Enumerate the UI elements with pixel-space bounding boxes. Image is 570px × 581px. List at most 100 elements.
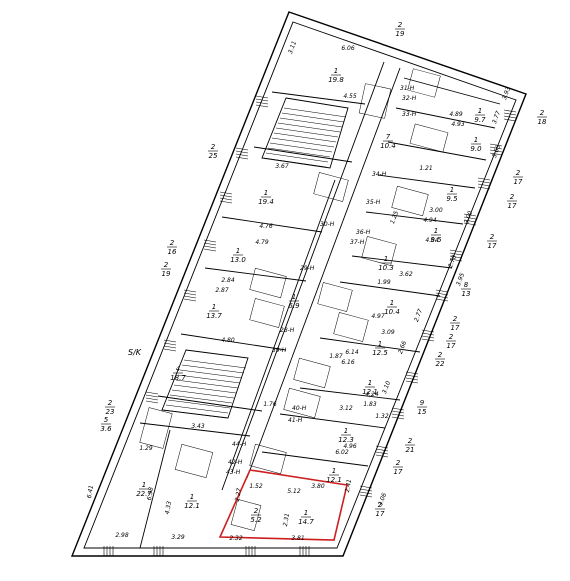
staircase-upper — [261, 97, 349, 169]
outside-label: 217 — [393, 459, 403, 476]
room-code: 36-H — [356, 229, 371, 236]
svg-text:2: 2 — [396, 459, 401, 467]
svg-text:5: 5 — [104, 416, 109, 424]
window — [163, 339, 177, 352]
svg-text:18: 18 — [538, 118, 547, 126]
room-code: 32-H — [402, 95, 417, 102]
svg-text:19.8: 19.8 — [328, 76, 344, 84]
svg-text:1: 1 — [368, 379, 372, 387]
svg-text:1: 1 — [434, 227, 438, 235]
svg-text:19: 19 — [162, 270, 171, 278]
svg-text:2: 2 — [516, 169, 521, 177]
svg-text:1: 1 — [142, 481, 146, 489]
svg-text:1: 1 — [378, 340, 382, 348]
dimension-label: 3.29 — [171, 534, 185, 541]
svg-text:1: 1 — [304, 509, 308, 517]
room-code: 39-H — [272, 347, 287, 354]
window — [235, 147, 249, 160]
room-label: 119.8 — [328, 67, 344, 84]
svg-text:17: 17 — [447, 342, 456, 350]
svg-text:18.7: 18.7 — [170, 374, 186, 382]
room-code: 41-H — [288, 417, 303, 424]
dimension-label: 2.27 — [234, 487, 243, 502]
corridor — [221, 61, 401, 491]
room-code: 33-H — [402, 111, 417, 118]
svg-text:1: 1 — [478, 107, 482, 115]
dimension-label: 1.25 — [389, 210, 400, 225]
dimension-label: 2.70 — [447, 254, 458, 269]
svg-text:2: 2 — [490, 233, 495, 241]
room-label: 710.4 — [380, 133, 396, 150]
svg-text:1: 1 — [332, 467, 336, 475]
dimension-label: 2.77 — [413, 308, 424, 323]
outside-label: 223 — [105, 399, 115, 416]
room-label: 113.0 — [230, 247, 246, 264]
svg-text:12.3: 12.3 — [338, 436, 354, 444]
svg-text:2: 2 — [108, 399, 113, 407]
highlighted-apartment — [218, 469, 348, 541]
svg-text:2: 2 — [398, 21, 403, 29]
svg-text:15: 15 — [418, 408, 427, 416]
svg-text:2: 2 — [164, 261, 169, 269]
window — [203, 239, 217, 252]
svg-text:17: 17 — [376, 510, 385, 518]
outside-label: 217 — [487, 233, 497, 250]
room-label: 122.7 — [136, 481, 152, 498]
svg-text:10.3: 10.3 — [378, 264, 394, 272]
dimension-label: 2.41 — [344, 479, 353, 493]
dimension-label: 3.00 — [429, 207, 443, 214]
dimension-label: 3.06 — [377, 492, 388, 507]
window — [435, 289, 449, 302]
dimension-label: 4.94 — [423, 217, 437, 224]
svg-text:1: 1 — [344, 427, 348, 435]
dimension-label: 6.06 — [341, 45, 355, 52]
window — [375, 445, 389, 458]
window — [103, 546, 114, 556]
svg-text:12.1: 12.1 — [362, 388, 378, 396]
svg-text:19.4: 19.4 — [258, 198, 274, 206]
room-label: 112.1 — [184, 493, 200, 510]
svg-text:9.7: 9.7 — [474, 116, 486, 124]
dimension-label: 3.77 — [491, 110, 502, 125]
dimension-label: 6.16 — [341, 359, 355, 366]
dimension-label: 4.84 — [425, 237, 439, 244]
dimension-label: 4.96 — [343, 443, 357, 450]
window — [463, 213, 477, 226]
room-label: 16.9 — [288, 293, 300, 310]
right-wing-partitions — [261, 77, 501, 467]
svg-text:2: 2 — [170, 239, 175, 247]
window — [405, 371, 419, 384]
outside-label: 217 — [375, 501, 385, 518]
svg-text:2: 2 — [438, 351, 443, 359]
dimension-label: 4.76 — [259, 223, 273, 230]
outside-label: 217 — [450, 315, 460, 332]
svg-text:1: 1 — [190, 493, 194, 501]
outside-label: 915 — [417, 399, 427, 416]
svg-text:2: 2 — [254, 507, 259, 515]
svg-text:8: 8 — [464, 281, 469, 289]
dimension-label: 1.87 — [329, 353, 343, 360]
left-wing-partitions — [139, 91, 366, 549]
room-label: 114.7 — [298, 509, 314, 526]
staircase-lower — [161, 349, 249, 419]
dimension-label: 3.00 — [463, 210, 474, 225]
dimension-label: 4.33 — [164, 500, 173, 515]
dimension-label: 3.66 — [491, 144, 502, 159]
dimension-label: 4.55 — [343, 93, 357, 100]
svg-text:9.5: 9.5 — [430, 236, 442, 244]
room-code: 29-H — [300, 265, 315, 272]
svg-text:13.0: 13.0 — [230, 256, 246, 264]
dimension-label: 2.84 — [221, 277, 235, 284]
svg-text:19: 19 — [396, 30, 405, 38]
room-label: 112.1 — [362, 379, 378, 396]
room-label: 19.5 — [446, 186, 458, 203]
room-label: 19.0 — [470, 136, 482, 153]
dimension-label: 3.80 — [311, 483, 325, 490]
outside-label: 217 — [446, 333, 456, 350]
outside-label: 218 — [537, 109, 547, 126]
svg-text:17: 17 — [508, 202, 517, 210]
dimension-label: 1.52 — [249, 483, 263, 490]
svg-text:1: 1 — [390, 299, 394, 307]
wet-rooms — [139, 68, 449, 531]
